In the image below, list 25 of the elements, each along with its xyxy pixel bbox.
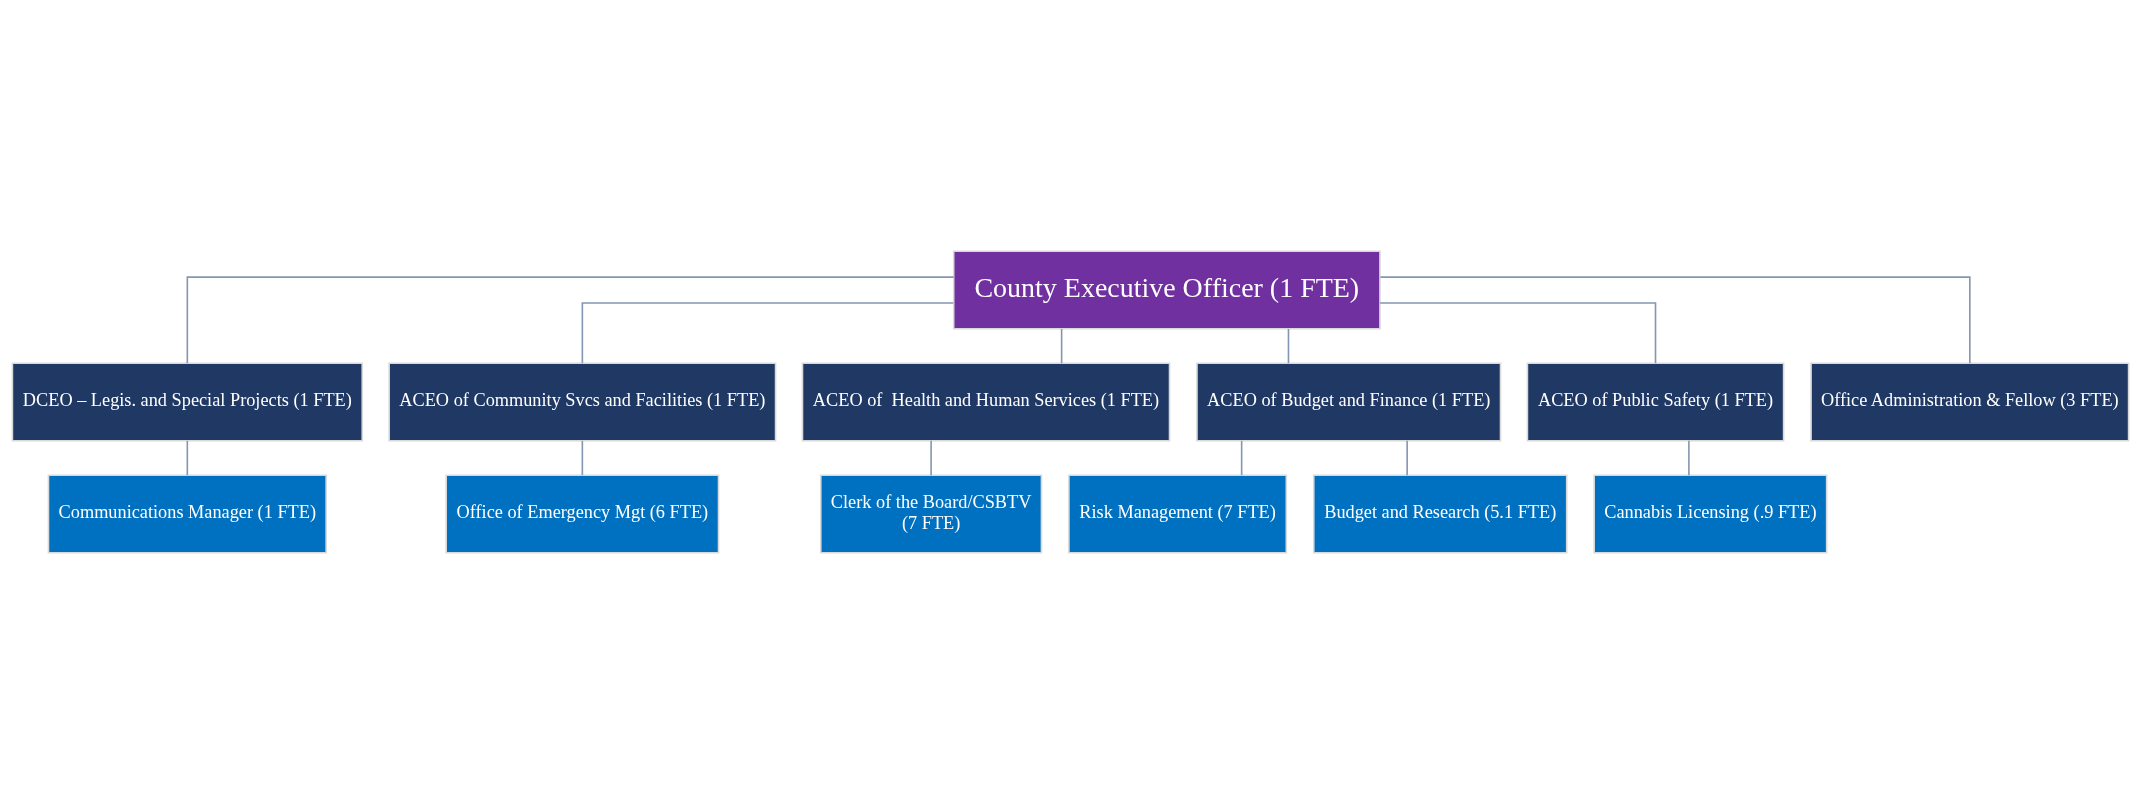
node-box: DCEO – Legis. and Special Projects (1 FTE) bbox=[11, 361, 364, 442]
connector bbox=[1406, 439, 1408, 476]
connector bbox=[186, 439, 189, 476]
node-box: ACEO of Health and Human Services (1 FTE) bbox=[801, 361, 1171, 442]
node-box: ACEO of Public Safety (1 FTE) bbox=[1526, 361, 1785, 442]
node-box: Clerk of the Board/CSBTV (7 FTE) bbox=[819, 473, 1043, 553]
connector bbox=[1060, 327, 1063, 364]
connector bbox=[186, 275, 955, 364]
node-box: County Executive Officer (1 FTE) bbox=[952, 250, 1381, 330]
node-box: Office Administration & Fellow (3 FTE) bbox=[1810, 361, 2130, 442]
node-box: Risk Management (7 FTE) bbox=[1068, 473, 1288, 553]
connector bbox=[581, 301, 955, 364]
connector bbox=[1688, 439, 1690, 476]
connector bbox=[581, 439, 584, 476]
connector bbox=[1287, 327, 1290, 364]
connector bbox=[1379, 275, 1971, 364]
node-box: Communications Manager (1 FTE) bbox=[47, 473, 327, 553]
connector bbox=[930, 439, 932, 476]
connector bbox=[1379, 301, 1657, 364]
node-box: Budget and Research (5.1 FTE) bbox=[1312, 473, 1568, 553]
node-box: Office of Emergency Mgt (6 FTE) bbox=[445, 473, 720, 553]
connector bbox=[1240, 439, 1243, 476]
node-box: ACEO of Community Svcs and Facilities (1 FTE) bbox=[388, 361, 777, 442]
node-box: ACEO of Budget and Finance (1 FTE) bbox=[1196, 361, 1502, 442]
node-box: Cannabis Licensing (.9 FTE) bbox=[1593, 473, 1828, 553]
